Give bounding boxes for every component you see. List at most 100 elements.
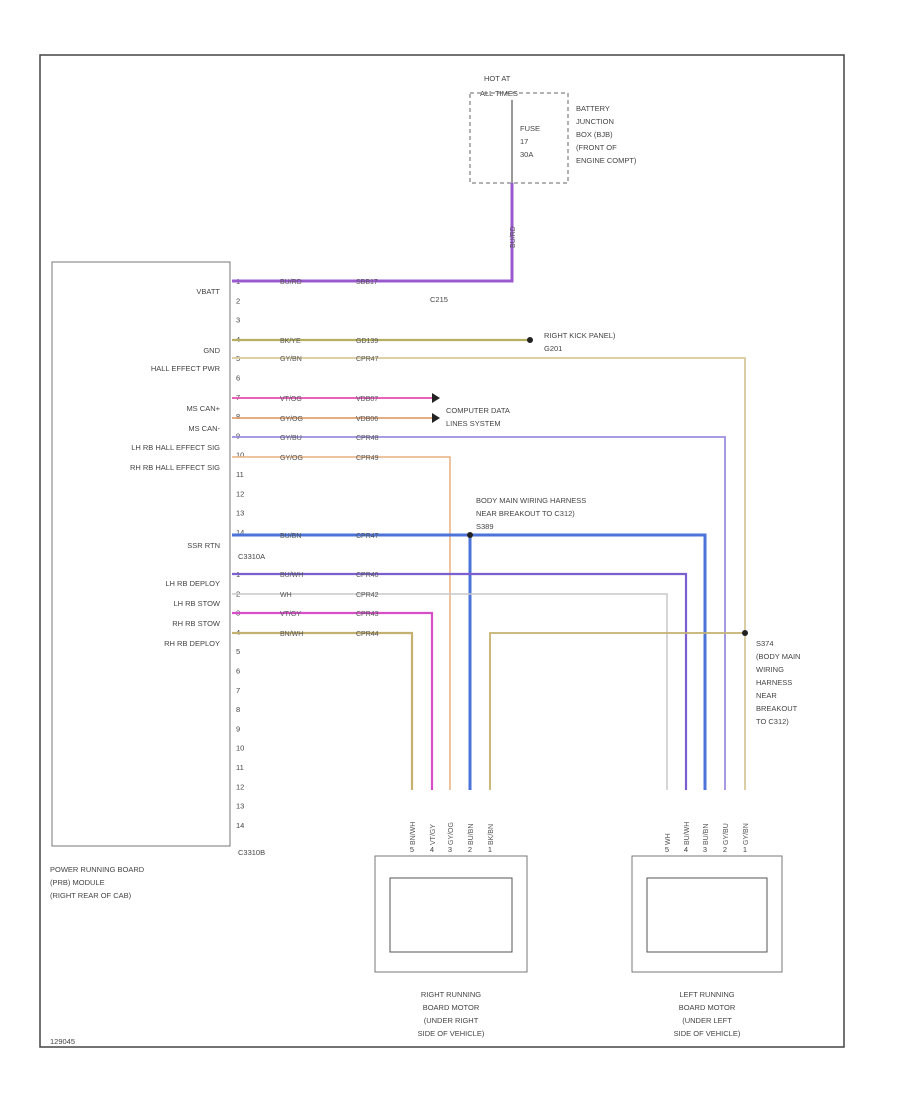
wire-lh-stow: [232, 593, 668, 790]
pin-a-13: 13: [236, 509, 244, 518]
right-motor-pins: 5 4 3 2 1: [410, 845, 492, 854]
arrow-can-p-icon: [432, 393, 440, 403]
rm-wire-label-2: GY/OG: [448, 822, 455, 845]
lm-pin-1: 4: [684, 845, 688, 854]
wire-rh-deploy-circuit: CPR44: [356, 631, 379, 638]
pin-b-7: 7: [236, 686, 240, 695]
bjb-label-4: ENGINE COMPT): [576, 156, 637, 165]
pin-a-11: 11: [236, 470, 244, 479]
wire-hall-pwr: [232, 357, 746, 790]
harness-right-0: S374: [756, 639, 774, 648]
wire-hall-pwr-circuit: CPR47: [356, 356, 379, 363]
pin-a-9: 9: [236, 431, 240, 440]
bjb-label-1: JUNCTION: [576, 117, 614, 126]
pin-b-8: 8: [236, 705, 240, 714]
lm-wire-label-1: BU/WH: [684, 822, 691, 845]
bjb-label-0: BATTERY: [576, 104, 610, 113]
pin-b-5: 5: [236, 647, 240, 656]
wire-rh-deploy: [232, 631, 414, 790]
footer-code: 129045: [50, 1037, 75, 1046]
harness-right-4: NEAR: [756, 691, 777, 700]
pin-label-lh-deploy: LH RB DEPLOY: [165, 579, 220, 588]
harness-top-1: NEAR BREAKOUT TO C312): [476, 509, 575, 518]
splice-s374: [742, 630, 748, 636]
wire-ms-can-n-color: GY/OG: [280, 416, 303, 423]
lm-wire-label-4: GY/BN: [743, 823, 750, 845]
battery-junction-box: HOT AT ALL TIMES FUSE 17 30A BATTERY JUN…: [469, 74, 637, 184]
lm-pin-3: 2: [723, 845, 727, 854]
pin-b-13: 13: [236, 802, 244, 811]
wire-bjb-label: BU/RD: [510, 226, 517, 248]
hot-label-2: ALL TIMES: [480, 89, 518, 98]
ground-label-0: RIGHT KICK PANEL): [544, 331, 616, 340]
rm-pin-4: 1: [488, 845, 492, 854]
wire-ssr-rtn: [232, 533, 707, 790]
hot-label-1: HOT AT: [484, 74, 511, 83]
bjb-label-2: BOX (BJB): [576, 130, 613, 139]
pin-a-12: 12: [236, 489, 244, 498]
pin-a-2: 2: [236, 296, 240, 305]
lm-name-1: BOARD MOTOR: [679, 1003, 736, 1012]
connector-a-label: C3310A: [238, 552, 265, 561]
splice-c215: C215: [430, 295, 448, 304]
pin-label-gnd: GND: [203, 346, 220, 355]
wire-vbatt: [232, 183, 514, 283]
data-link-label-1: LINES SYSTEM: [446, 419, 501, 428]
wire-hall-pwr-color: GY/BN: [280, 356, 302, 363]
harness-right-1: (BODY MAIN: [756, 652, 800, 661]
harness-right-5: BREAKOUT: [756, 704, 798, 713]
module-name-1: (PRB) MODULE: [50, 878, 105, 887]
pin-label-rh-hall: RH RB HALL EFFECT SIG: [130, 463, 220, 472]
pin-label-vbatt: VBATT: [196, 287, 220, 296]
rm-name-1: BOARD MOTOR: [423, 1003, 480, 1012]
wire-rh-hall-color: GY/OG: [280, 455, 303, 462]
wire-lh-stow-circuit: CPR42: [356, 592, 379, 599]
rm-pin-3: 2: [468, 845, 472, 854]
pin-b-14: 14: [236, 821, 244, 830]
pin-b-11: 11: [236, 763, 244, 772]
wire-lh-hall-circuit: CPR48: [356, 435, 379, 442]
pin-label-ms-can-p: MS CAN+: [186, 404, 220, 413]
fuse-label-1: FUSE: [520, 124, 540, 133]
connector-b-label: C3310B: [238, 848, 265, 857]
right-running-board-motor: 5 4 3 2 1 RIGHT RUNNING BOARD MOTOR (UND…: [374, 845, 528, 1038]
harness-right-2: WIRING: [756, 665, 784, 674]
right-motor-inner: [389, 877, 513, 953]
pin-label-rh-stow: RH RB STOW: [172, 619, 221, 628]
rm-wire-label-4: BK/BN: [488, 824, 495, 845]
lm-pin-2: 3: [703, 845, 707, 854]
pin-label-lh-hall: LH RB HALL EFFECT SIG: [131, 443, 220, 452]
lm-name-0: LEFT RUNNING: [679, 990, 734, 999]
pin-b-9: 9: [236, 724, 240, 733]
splice-s389: [467, 532, 473, 538]
pin-b-10: 10: [236, 744, 244, 753]
module-name-0: POWER RUNNING BOARD: [50, 865, 145, 874]
wire-rh-stow-color: VT/GY: [280, 611, 301, 618]
wire-ms-can-p-color: VT/OG: [280, 396, 302, 403]
wire-ssr-rtn-color: BU/BN: [280, 533, 301, 540]
fuse-label-2: 17: [520, 137, 528, 146]
pin-label-ssr-rtn: SSR RTN: [187, 541, 220, 550]
fuse-box-outline: [469, 92, 569, 184]
ground-label-1: G201: [544, 344, 562, 353]
rm-wire-label-1: VT/GY: [430, 824, 437, 845]
lm-name-2: (UNDER LEFT: [682, 1016, 732, 1025]
lm-wire-label-2: BU/BN: [703, 824, 710, 845]
pin-a-6: 6: [236, 374, 240, 383]
pin-a-8: 8: [236, 412, 240, 421]
pin-b-6: 6: [236, 667, 240, 676]
rm-name-3: SIDE OF VEHICLE): [418, 1029, 485, 1038]
ground-terminal: [527, 337, 533, 343]
rm-pin-2: 3: [448, 845, 452, 854]
right-motor-outer: [374, 855, 528, 973]
wire-rh-stow: [232, 611, 434, 790]
rm-name-2: (UNDER RIGHT: [424, 1016, 479, 1025]
right-motor-wire-labels: BN/WH VT/GY GY/OG BU/BN BK/BN: [410, 822, 495, 845]
rm-name-0: RIGHT RUNNING: [421, 990, 481, 999]
bjb-label-3: (FRONT OF: [576, 143, 617, 152]
wire-ms-can-p-circuit: VDB07: [356, 396, 378, 403]
wire-lh-deploy: [232, 572, 688, 790]
module-pin-labels: VBATT GND HALL EFFECT PWR MS CAN+ MS CAN…: [130, 287, 221, 648]
pin-a-10: 10: [236, 451, 244, 460]
